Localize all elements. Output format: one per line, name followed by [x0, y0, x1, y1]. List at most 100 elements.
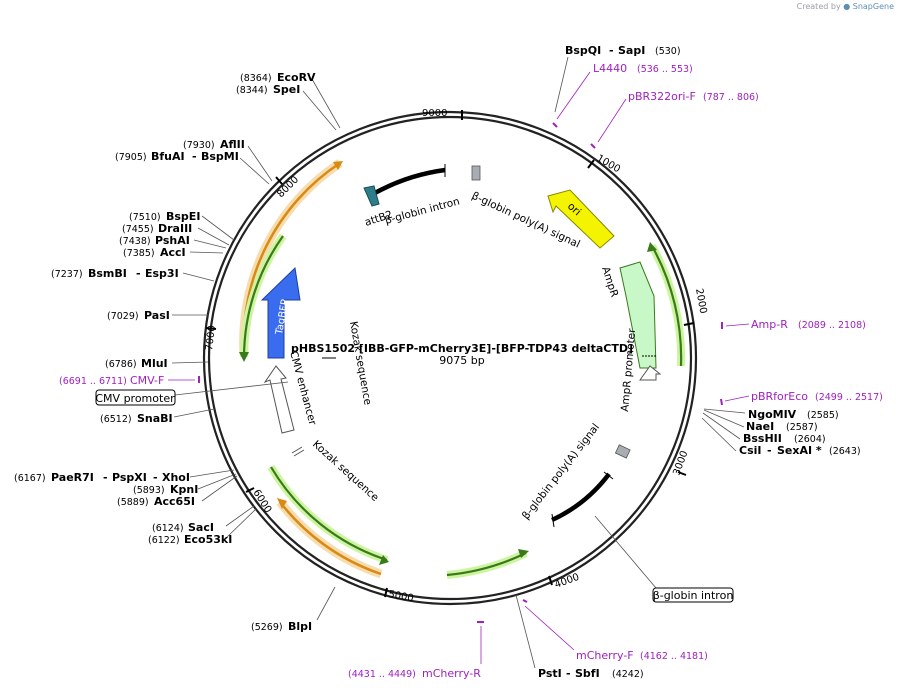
boxed-feature-labels: CMV promoter β-globin intron [95, 381, 734, 603]
primer-mcherryf-name: mCherry-F [576, 649, 634, 662]
site-bfuai-name: BfuAI [151, 150, 185, 163]
primer-ampr[interactable]: Amp-R (2089 .. 2108) [751, 318, 866, 331]
primer-layer: L4440 (536 .. 553) pBR322ori-F (787 .. 8… [59, 62, 883, 680]
site-afliii-pos: (7930) [183, 140, 215, 151]
site-bspei-pos: (7510) [129, 212, 161, 223]
site-csii-name2: SexAI * [777, 444, 822, 457]
cmv-enhancer-label: CMV enhancer [287, 350, 319, 427]
bglobin-intron-top-feature[interactable] [373, 167, 446, 195]
tick-1000: 1000 [595, 153, 623, 175]
green-cds-left[interactable] [242, 235, 284, 358]
site-snabi[interactable]: (6512) SnaBI [100, 412, 173, 425]
tick-mark-5000 [384, 587, 388, 598]
site-psti-sep: - [566, 667, 571, 680]
site-bspei[interactable]: (7510) BspEI [129, 210, 200, 223]
leader-acci [189, 251, 224, 254]
primer-cmvf-name: CMV-F [130, 374, 164, 387]
site-bsmbi-sep: - [136, 267, 141, 280]
site-draiii[interactable]: (7455) DraIII [122, 222, 192, 235]
site-acc65i[interactable]: (6122) Eco53kI [148, 533, 232, 546]
primer-mcherryf[interactable]: mCherry-F (4162 .. 4181) [576, 649, 708, 662]
primer-mark-l4440 [552, 122, 558, 128]
tick-mark-7000 [205, 327, 217, 330]
site-eco53ki[interactable]: (5889) Acc65I [117, 495, 195, 508]
site-spei[interactable]: (8344) SpeI [236, 83, 300, 96]
site-bspqi[interactable]: BspQI - SapI (530) [565, 44, 681, 57]
site-bspqi-name: BspQI [565, 44, 601, 57]
green-cds-bottom[interactable] [270, 466, 388, 562]
cmv-promoter-box[interactable] [95, 389, 176, 406]
primer-l4440[interactable]: L4440 (536 .. 553) [593, 62, 693, 75]
site-pshai[interactable]: (7438) PshAI [119, 234, 190, 247]
primer-cmvf[interactable]: (6691 .. 6711) CMV-F [59, 374, 164, 387]
leader-pbr322 [597, 98, 627, 143]
primer-mcherryr[interactable]: (4431 .. 4449) mCherry-R [348, 667, 481, 680]
site-blpi[interactable]: (5269) BlpI [251, 620, 312, 633]
site-eco53ki-pos: (5889) [117, 497, 149, 508]
site-psti[interactable]: PstI - SbfI (4242) [538, 667, 644, 680]
site-ngomiv[interactable]: NgoMIV (2585) [748, 408, 839, 421]
kozak-top-label: Kozak sequence [347, 320, 374, 406]
leader-saci [197, 473, 237, 490]
site-kpni[interactable]: (6124) SacI [152, 521, 214, 534]
leader-afliii [247, 145, 273, 182]
leader-bfuai [239, 157, 270, 185]
site-bsshii[interactable]: BssHII (2604) [743, 432, 826, 445]
site-bfuai[interactable]: (7905) BfuAI - BspMI [115, 150, 239, 163]
tick-mark-6000 [245, 487, 255, 493]
backbone-inner-ring [207, 115, 693, 601]
site-blpi-name: BlpI [288, 620, 312, 633]
green-cds-right-arrowhead [647, 242, 657, 252]
primer-pbrfor[interactable]: pBRforEco (2499 .. 2517) [751, 390, 883, 403]
site-paer7i[interactable]: (6167) PaeR7I - PspXI - XhoI [14, 471, 190, 484]
site-ecorv-pos: (8364) [240, 73, 272, 84]
tick-3000: 3000 [671, 449, 690, 477]
green-cds-right[interactable] [651, 245, 683, 367]
kozak-bottom-marker [291, 446, 303, 454]
leader-pshai [193, 239, 227, 249]
orange-cds-bottom-arrowhead [277, 498, 287, 509]
site-bspqi-pos: (530) [655, 46, 681, 57]
leader-bsmbi [182, 272, 215, 282]
bglobin-polya-bottom-feature[interactable] [551, 472, 611, 523]
ampr-promoter-feature[interactable] [639, 365, 662, 381]
primer-ampr-name: Amp-R [751, 318, 788, 331]
snapgene-logo-icon: ● [843, 2, 851, 11]
ori-feature[interactable] [547, 189, 615, 249]
leader-ngomiv [703, 408, 746, 414]
ampr-feature[interactable] [619, 261, 657, 369]
site-csii[interactable]: CsiI - SexAI * (2643) [739, 444, 861, 457]
attb2-feature[interactable] [363, 185, 380, 207]
primer-mark-pbrfor [720, 398, 723, 406]
cmv-enhancer-feature[interactable] [263, 365, 295, 434]
leader-l4440 [556, 71, 591, 120]
primer-pbr322[interactable]: pBR322ori-F (787 .. 806) [628, 90, 759, 103]
orange-cds-bottom[interactable] [279, 501, 382, 576]
tick-7000: 7000 [204, 325, 218, 352]
site-naei[interactable]: NaeI (2587) [746, 420, 818, 433]
site-ecorv[interactable]: (8364) EcoRV [240, 71, 316, 84]
site-bspqi-name2: SapI [618, 44, 645, 57]
primer-l4440-name: L4440 [593, 62, 627, 75]
ampr-promoter-label: AmpR promoter [619, 327, 638, 412]
site-saci[interactable]: (5893) KpnI [133, 483, 198, 496]
site-csii-sep: - [767, 444, 772, 457]
site-acci[interactable]: (7385) AccI [123, 246, 186, 259]
backbone-outer-ring [202, 110, 698, 606]
site-mlui[interactable]: (6786) MluI [105, 357, 168, 370]
bglobin-intron-boxed-label: β-globin intron [653, 589, 734, 602]
site-psti-name: PstI [538, 667, 562, 680]
bglobin-intron-box[interactable] [652, 587, 734, 603]
site-bsmbi[interactable]: (7237) BsmBI - Esp3I [51, 267, 179, 280]
tick-mark-3000 [677, 471, 687, 476]
site-psti-name2: SbfI [575, 667, 600, 680]
site-afliii[interactable]: (7930) AflII [183, 138, 245, 151]
site-paer7i-sep: - [103, 471, 108, 484]
site-pasi[interactable]: (7029) PasI [107, 309, 170, 322]
tagbfp-feature[interactable] [260, 266, 301, 359]
site-mlui-pos: (6786) [105, 359, 137, 370]
orange-cds-left-halo [239, 159, 343, 356]
site-bsshii-pos: (2604) [794, 434, 826, 445]
bglobin-polya-bottom-label: β-globin poly(A) signal [520, 421, 602, 521]
